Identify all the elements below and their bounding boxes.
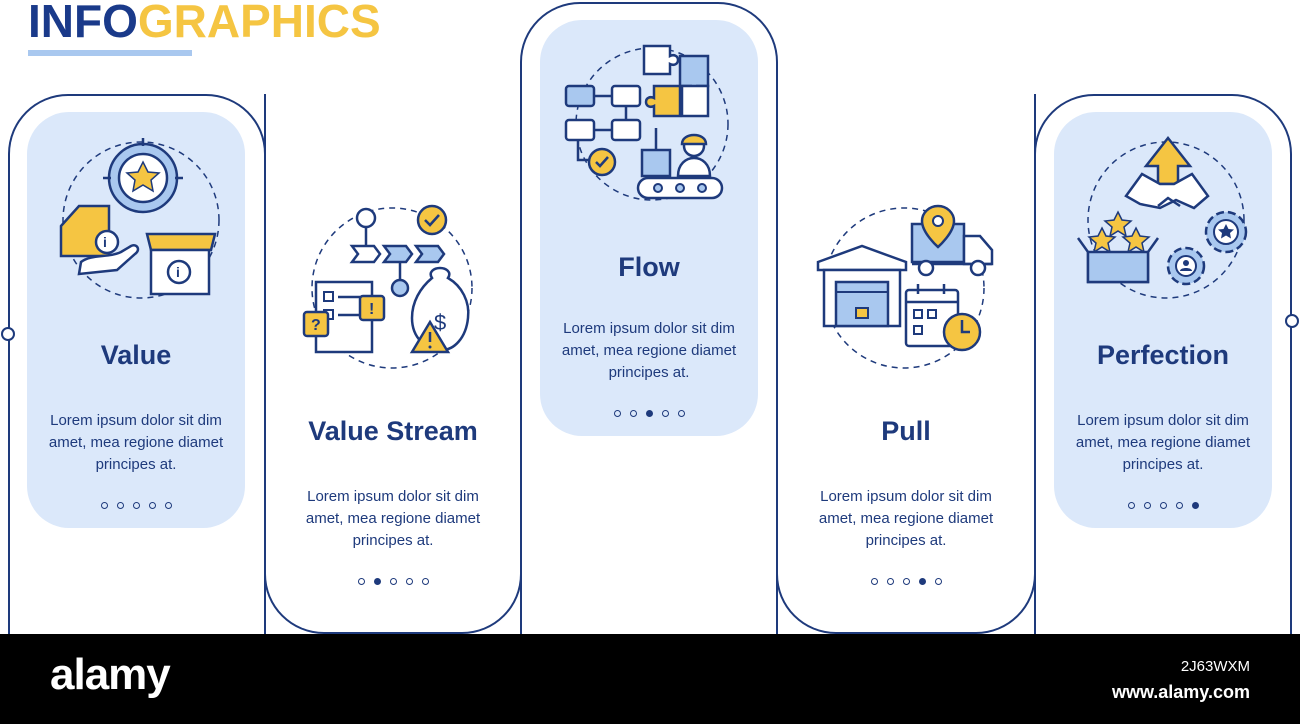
page-dot[interactable]	[677, 410, 685, 417]
page-dot[interactable]	[629, 410, 637, 417]
page-dot[interactable]	[164, 502, 172, 509]
value-stream-checklist-money-bag-icon: ? ! $	[302, 204, 473, 369]
svg-text:i: i	[176, 264, 180, 280]
flow-puzzle-conveyor-worker-icon	[564, 44, 729, 201]
image-id: 2J63WXM	[1180, 658, 1250, 675]
card-description: Lorem ipsum dolor sit dim amet, mea regi…	[561, 320, 737, 381]
page-dot[interactable]	[613, 410, 621, 417]
card-title: Value	[100, 340, 172, 370]
card-description: Lorem ipsum dolor sit dim amet, mea regi…	[818, 488, 994, 549]
svg-text:$: $	[434, 310, 446, 335]
pagination-dots	[1054, 502, 1272, 509]
svg-text:?: ?	[311, 317, 321, 334]
card-value-stream: ? ! $ Value Stream Lorem ipsum dolor sit…	[264, 94, 522, 634]
connector-node-left	[1, 327, 15, 341]
infographics-heading: INFOGRAPHICS	[28, 0, 381, 48]
heading-part-info: INFO	[28, 0, 138, 47]
page-dot[interactable]	[389, 578, 397, 585]
page-dot[interactable]	[886, 578, 894, 585]
card-flow: Flow Lorem ipsum dolor sit dim amet, mea…	[540, 20, 758, 436]
page-dot[interactable]	[1191, 502, 1199, 509]
page-dot[interactable]	[405, 578, 413, 585]
svg-text:i: i	[103, 234, 107, 250]
card-value: i i Value Lorem ipsum dolor sit dim amet…	[27, 112, 245, 528]
pagination-dots	[776, 578, 1036, 585]
page-dot[interactable]	[918, 578, 926, 585]
page-dot[interactable]	[132, 502, 140, 509]
footer-url[interactable]: www.alamy.com	[1111, 682, 1250, 702]
page-dot[interactable]	[902, 578, 910, 585]
page-dot[interactable]	[645, 410, 653, 417]
perfection-stars-gears-handshake-icon	[1076, 135, 1248, 299]
page-dot[interactable]	[373, 578, 381, 585]
page-dot[interactable]	[661, 410, 669, 417]
page-dot[interactable]	[1175, 502, 1183, 509]
card-title: Value Stream	[308, 416, 478, 446]
pagination-dots	[264, 578, 522, 585]
page-dot[interactable]	[116, 502, 124, 509]
page-dot[interactable]	[148, 502, 156, 509]
connector-node-right	[1285, 314, 1299, 328]
card-description: Lorem ipsum dolor sit dim amet, mea regi…	[1075, 412, 1251, 473]
page-dot[interactable]	[357, 578, 365, 585]
value-target-price-tag-store-icon: i i	[59, 138, 220, 299]
card-title: Flow	[618, 252, 680, 282]
page-dot[interactable]	[1127, 502, 1135, 509]
heading-part-graphics: GRAPHICS	[137, 0, 381, 47]
pull-warehouse-truck-calendar-icon	[816, 204, 994, 369]
card-outline-perfection	[1034, 94, 1292, 634]
pagination-dots	[540, 410, 758, 417]
pagination-dots	[27, 502, 245, 509]
card-title: Pull	[881, 416, 931, 446]
alamy-logo: alamy	[50, 650, 171, 699]
card-pull: Pull Lorem ipsum dolor sit dim amet, mea…	[776, 94, 1036, 634]
stock-footer: alamy 2J63WXM www.alamy.com	[0, 634, 1300, 724]
page-dot[interactable]	[421, 578, 429, 585]
heading-underline	[28, 50, 192, 56]
svg-text:!: !	[369, 301, 374, 318]
card-description: Lorem ipsum dolor sit dim amet, mea regi…	[305, 488, 481, 549]
page-dot[interactable]	[1159, 502, 1167, 509]
card-title: Perfection	[1096, 340, 1230, 370]
page-dot[interactable]	[934, 578, 942, 585]
card-description: Lorem ipsum dolor sit dim amet, mea regi…	[48, 412, 224, 473]
page-dot[interactable]	[100, 502, 108, 509]
page-dot[interactable]	[1143, 502, 1151, 509]
page-dot[interactable]	[870, 578, 878, 585]
card-perfection: Perfection Lorem ipsum dolor sit dim ame…	[1054, 112, 1272, 528]
